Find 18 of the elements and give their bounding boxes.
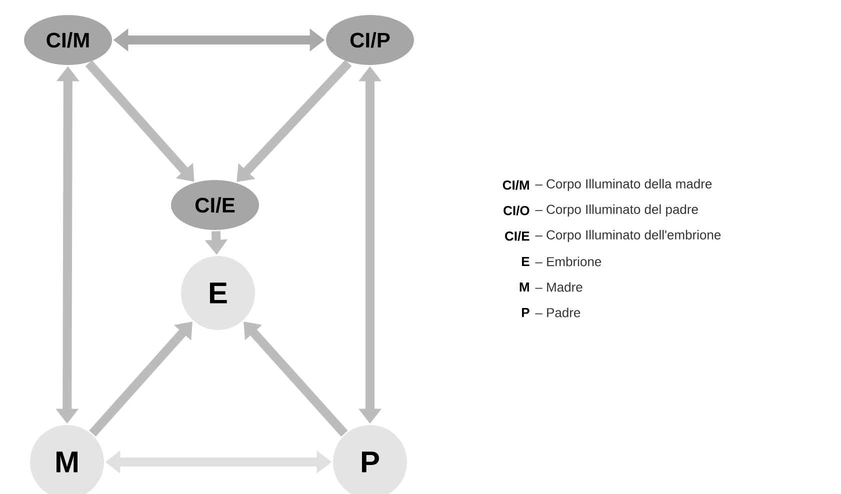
- legend-text: – Corpo Illuminato della madre: [535, 178, 712, 192]
- legend-key: M: [520, 282, 529, 292]
- legend-key: CI/E: [505, 231, 530, 241]
- legend-text: – Embrione: [535, 256, 602, 266]
- arrow: [89, 322, 192, 436]
- legend-text: – Corpo Illuminato del padre: [535, 204, 698, 217]
- arrow: [236, 60, 352, 182]
- ellipse-node: CI/E: [171, 180, 259, 230]
- legend-key: CI/M: [502, 180, 529, 190]
- ellipse-node: CI/P: [326, 15, 414, 65]
- legend-text: – Corpo Illuminato dell'embrione: [535, 230, 721, 242]
- legend-key: E: [522, 257, 530, 266]
- legend-key: P: [522, 308, 530, 317]
- legend-key: CI/O: [504, 206, 530, 216]
- legend-text: – Padre: [535, 308, 580, 318]
- ellipse-node: CI/M: [24, 15, 112, 65]
- legend-text: – Madre: [535, 282, 582, 292]
- circle-node: E: [181, 256, 255, 330]
